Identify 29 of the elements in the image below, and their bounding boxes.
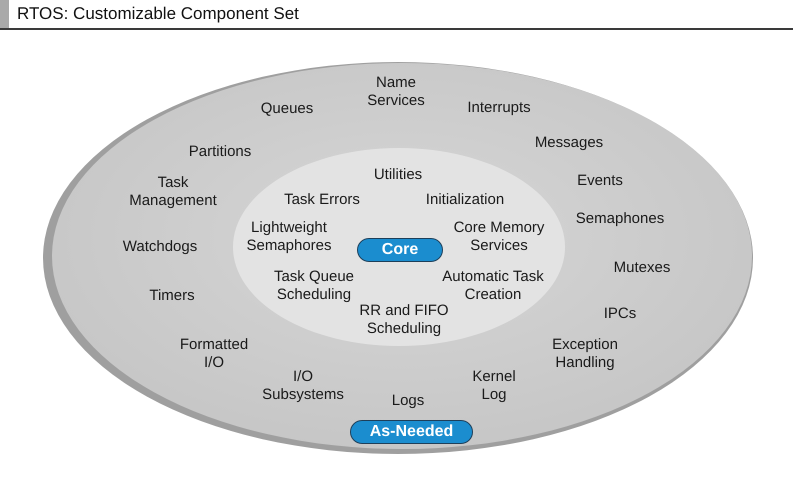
component-label: Task Errors bbox=[284, 191, 360, 209]
component-label: Semaphones bbox=[576, 210, 664, 228]
component-label: Messages bbox=[534, 134, 604, 152]
component-label: Watchdogs bbox=[122, 238, 198, 256]
component-label: Kernel Log bbox=[471, 368, 517, 404]
diagram-title: RTOS: Customizable Component Set bbox=[17, 4, 299, 24]
component-label: Lightweight Semaphores bbox=[245, 219, 333, 255]
component-label: Automatic Task Creation bbox=[441, 268, 545, 304]
component-label: Exception Handling bbox=[551, 336, 619, 372]
category-pill: Core bbox=[357, 238, 443, 262]
component-label: Queues bbox=[260, 100, 314, 118]
component-label: Task Queue Scheduling bbox=[272, 268, 356, 304]
component-label: I/O Subsystems bbox=[261, 368, 345, 404]
component-label: Logs bbox=[392, 392, 424, 410]
component-label: Core Memory Services bbox=[452, 219, 546, 255]
category-pill: As-Needed bbox=[350, 420, 473, 444]
component-label: Name Services bbox=[366, 74, 426, 110]
outer-ellipse bbox=[43, 62, 753, 454]
component-label: Initialization bbox=[426, 191, 504, 209]
component-label: Utilities bbox=[374, 166, 422, 184]
component-label: Task Management bbox=[128, 174, 218, 210]
component-label: IPCs bbox=[604, 305, 636, 323]
component-label: Formatted I/O bbox=[178, 336, 250, 372]
component-label: Partitions bbox=[188, 143, 252, 161]
component-label: Timers bbox=[149, 287, 195, 305]
component-label: Mutexes bbox=[614, 259, 670, 277]
component-label: RR and FIFO Scheduling bbox=[358, 302, 450, 338]
component-label: Events bbox=[577, 172, 623, 190]
component-label: Interrupts bbox=[467, 99, 531, 117]
